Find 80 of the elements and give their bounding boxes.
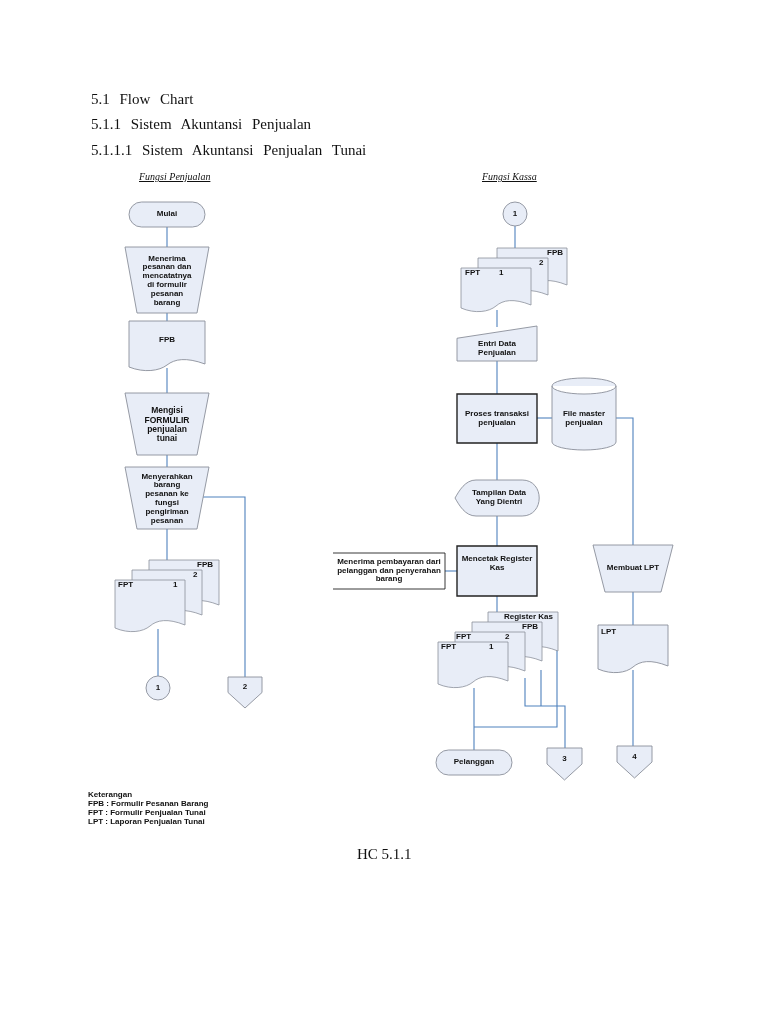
- sheet-label: 1: [173, 581, 178, 589]
- section-heading: 5.1 Flow Chart: [91, 91, 194, 108]
- sheet-label: 1: [499, 269, 504, 277]
- node-text: 4: [632, 752, 637, 762]
- legend-entry: FPT : Formulir Penjualan Tunai: [88, 808, 206, 817]
- connector-line: [514, 225, 516, 249]
- section-heading: 5.1.1 Sistem Akuntansi Penjualan: [91, 116, 312, 133]
- connector-line: [496, 595, 498, 613]
- node-text: Membuat LPT: [606, 564, 660, 573]
- document-stack: [461, 248, 567, 312]
- process-box: [457, 546, 537, 596]
- node-text: Pelanggan: [453, 758, 495, 767]
- lane-heading: Fungsi Kassa: [482, 171, 537, 182]
- node-text: Menyerahkan barang pesanan ke fungsi pengiriman pesanan: [140, 472, 194, 526]
- connector-line: [202, 496, 246, 678]
- display-shape: [455, 480, 539, 516]
- section-heading: 5.1.1.1 Sistem Akuntansi Penjualan Tunai: [91, 142, 367, 159]
- document-shape: [129, 321, 205, 371]
- legend-entry: FPB : Formulir Pesanan Barang: [88, 799, 209, 808]
- sheet-label: FPT: [441, 643, 457, 651]
- connector-line: [496, 309, 498, 328]
- node-text: Tampilan Data Yang Dientri: [470, 489, 528, 507]
- document-shape: [598, 625, 668, 673]
- manual-input-shape: [457, 326, 537, 361]
- legend-heading: Keterangan: [88, 790, 132, 799]
- sheet-label: FPT: [118, 581, 134, 589]
- node-text: Entri Data Penjualan: [477, 339, 517, 358]
- connector-line: [166, 312, 168, 322]
- connector-line: [166, 454, 168, 468]
- sheet-label: 2: [505, 633, 510, 641]
- figure-caption: HC 5.1.1: [357, 846, 412, 863]
- terminal-shape: [436, 750, 512, 775]
- sheet-label: Register Kas: [504, 613, 553, 621]
- connector-line: [496, 360, 498, 395]
- manual-operation-shape: [125, 393, 209, 455]
- sheet-label: 2: [193, 571, 198, 579]
- manual-operation-shape: [125, 467, 209, 529]
- node-text: 3: [562, 754, 567, 764]
- document-stack: [115, 560, 220, 632]
- connector-line: [632, 591, 634, 626]
- off-page-connector: [617, 746, 652, 778]
- node-text: 2: [242, 683, 248, 692]
- connector-line: [157, 628, 159, 677]
- connector-line: [444, 570, 458, 572]
- connector-line: [166, 528, 168, 561]
- connector-line: [632, 669, 634, 747]
- off-page-connector: [228, 677, 262, 708]
- connector-line: [166, 367, 168, 394]
- database-cylinder: [552, 378, 616, 450]
- lane-heading: Fungsi Penjualan: [139, 171, 211, 182]
- sheet-label: FPB: [522, 623, 538, 631]
- node-text: Proses transaksi penjualan: [463, 409, 530, 428]
- manual-operation-shape: [125, 247, 209, 313]
- node-text: Menerima pesanan dan mencatatnya di formulir pesanan barang: [141, 254, 193, 308]
- node-text: LPT: [601, 628, 617, 636]
- node-text: Mengisi FORMULIR penjualan tunai: [143, 406, 191, 444]
- legend-entry: LPT : Laporan Penjualan Tunai: [88, 817, 205, 826]
- process-box: [457, 394, 537, 443]
- connector-line: [496, 515, 498, 547]
- node-text: File master penjualan: [561, 410, 607, 428]
- node-text: Mulai: [156, 210, 178, 219]
- terminal-shape: [129, 202, 205, 227]
- sheet-label: FPT: [465, 269, 481, 277]
- node-text: Mencetak Register Kas: [460, 555, 534, 573]
- sheet-label: FPB: [197, 561, 213, 569]
- node-text: FPB: [159, 335, 175, 345]
- sheet-label: 2: [539, 259, 544, 267]
- sheet-label: FPB: [547, 249, 563, 257]
- node-text: Menerima pembayaran dari pelanggan dan penyerahan barang: [336, 557, 442, 585]
- manual-operation-shape: [593, 545, 673, 592]
- connector-line: [524, 669, 566, 749]
- node-text: 1: [155, 683, 161, 693]
- connector-circle: [503, 202, 527, 226]
- connector-line: [496, 442, 498, 481]
- connector-line: [615, 417, 634, 546]
- off-page-connector: [547, 748, 582, 780]
- sheet-label: FPT: [456, 633, 472, 641]
- connector-circle: [146, 676, 170, 700]
- node-text: 1: [512, 209, 518, 219]
- sheet-label: 1: [489, 643, 494, 651]
